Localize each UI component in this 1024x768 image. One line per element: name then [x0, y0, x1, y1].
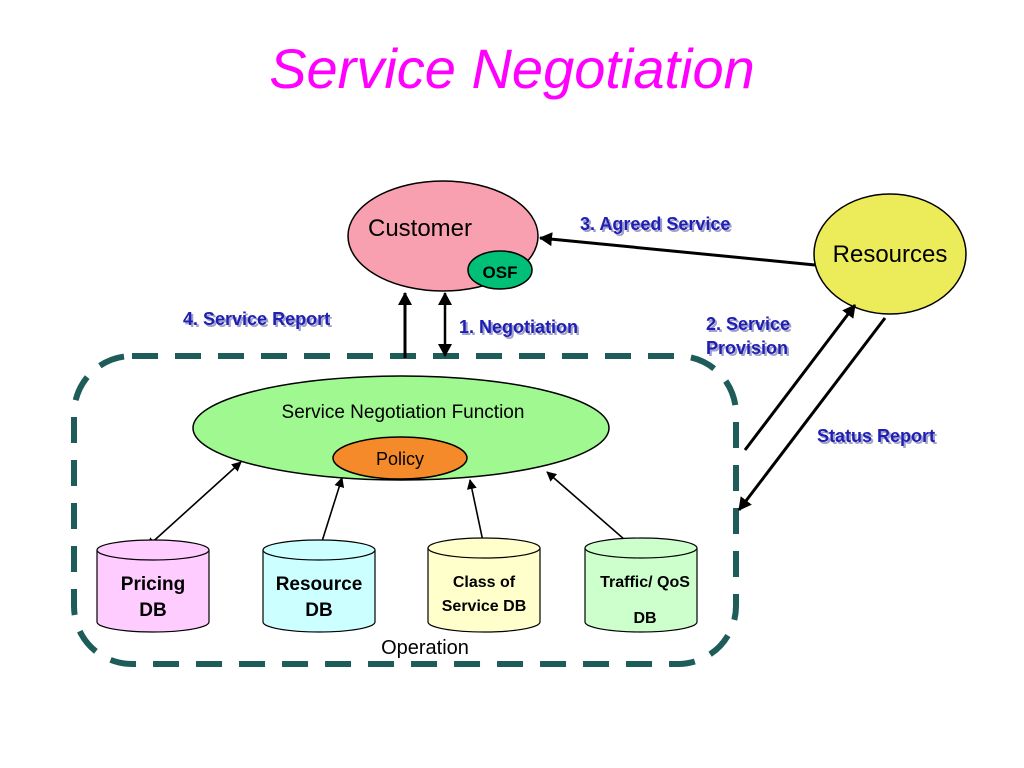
service-report-label-shadow: 4. Service Report [185, 311, 332, 331]
negotiation-label: 1. Negotiation [459, 317, 578, 337]
negotiation-label-shadow: 1. Negotiation [461, 319, 580, 339]
agreed-service-label-shadow: 3. Agreed Service [582, 216, 732, 236]
osf-label: OSF [483, 263, 518, 282]
resources-label: Resources [833, 241, 948, 268]
service-provision-label-line1: 2. Service [706, 314, 790, 334]
cos-db: Class of Service DB [427, 537, 541, 633]
pricing-db-arrow [146, 461, 242, 548]
snf-node: Service Negotiation Function [192, 375, 610, 481]
osf-node: OSF [467, 250, 533, 290]
page-title: Service Negotiation [269, 37, 755, 100]
resource-db: Resource DB [262, 539, 376, 633]
service-provision-label-line2: Provision [706, 338, 788, 358]
status-report-label: Status Report [817, 426, 935, 446]
agreed-service-arrow [539, 232, 816, 267]
traffic-qos-db: Traffic/ QoS DB [584, 537, 698, 633]
pricing-db-label-line2: DB [139, 600, 166, 621]
resource-db-label-line1: Resource [276, 574, 363, 595]
status-report-label-shadow: Status Report [819, 428, 937, 448]
agreed-service-label: 3. Agreed Service [580, 214, 730, 234]
service-provision-arrow [743, 304, 857, 451]
policy-label: Policy [376, 449, 424, 469]
cos-db-label-line2: Service DB [442, 598, 527, 615]
resource-db-label-line2: DB [305, 600, 332, 621]
resources-node: Resources [813, 193, 967, 315]
status-report-arrow [737, 317, 887, 511]
traffic-db-label-line1: Traffic/ QoS [600, 574, 690, 591]
pricing-db: Pricing DB [96, 539, 210, 633]
pricing-db-label-line1: Pricing [121, 574, 185, 595]
policy-node: Policy [332, 436, 468, 480]
service-provision-label-shadow2: Provision [708, 340, 790, 360]
operation-label: Operation [381, 637, 469, 659]
traffic-db-label-line2: DB [633, 610, 656, 627]
customer-label: Customer [368, 215, 472, 242]
snf-label: Service Negotiation Function [282, 402, 525, 423]
cos-db-label-line1: Class of [453, 574, 516, 591]
service-provision-label-shadow: 2. Service [708, 316, 792, 336]
service-report-label: 4. Service Report [183, 309, 330, 329]
